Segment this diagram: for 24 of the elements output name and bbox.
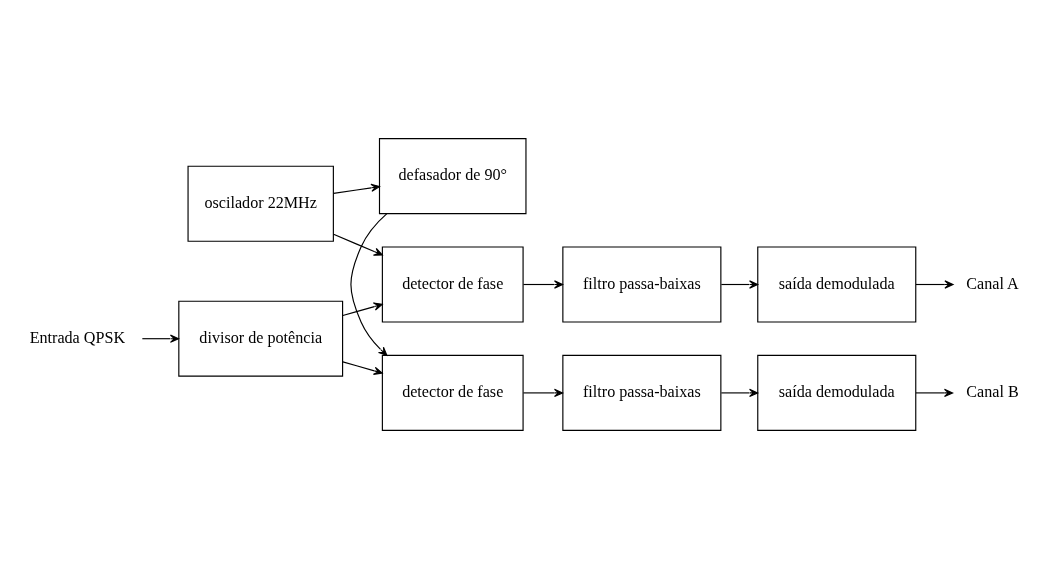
node-text: Canal A	[966, 274, 1019, 292]
node-text: Canal B	[966, 383, 1019, 401]
arrow	[350, 213, 388, 356]
arrow	[342, 361, 383, 375]
node-box: filtro passa-baixas	[562, 246, 722, 323]
node-text: Entrada QPSK	[29, 328, 126, 346]
arrow	[522, 388, 564, 398]
arrow	[333, 233, 383, 256]
node-box: saída demodulada	[757, 246, 917, 323]
node-box: divisor de potência	[178, 300, 344, 377]
arrow	[915, 388, 954, 398]
arrow	[720, 280, 759, 289]
node-box: oscilador 22MHz	[187, 165, 334, 242]
node-box: detector de fase	[381, 246, 524, 323]
node-box: filtro passa-baixas	[562, 354, 722, 431]
arrow	[915, 280, 954, 289]
node-box: defasador de 90°	[378, 138, 527, 215]
arrow	[720, 388, 759, 398]
node-box: saída demodulada	[757, 354, 917, 431]
arrow	[333, 183, 380, 194]
node-box: detector de fase	[381, 354, 524, 431]
arrow	[141, 334, 180, 343]
arrow	[522, 280, 564, 289]
arrow	[342, 302, 383, 317]
